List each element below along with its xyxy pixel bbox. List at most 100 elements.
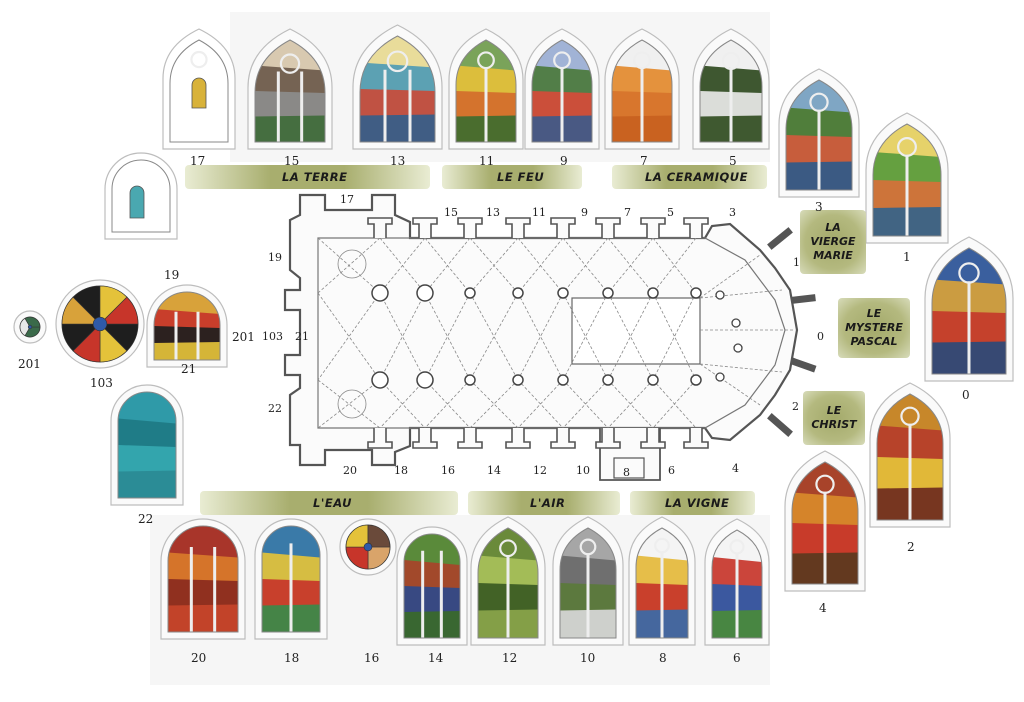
- plan-label-103: 103: [262, 330, 283, 343]
- vault-rib: [699, 254, 761, 299]
- plan-label-6: 6: [668, 464, 675, 477]
- vault-rib: [424, 292, 471, 381]
- window-label-16: 16: [364, 651, 380, 665]
- plan-choir: [571, 297, 701, 365]
- vault-rib: [469, 292, 519, 381]
- pier-apse: [715, 290, 725, 300]
- pier-apse: [731, 318, 741, 328]
- plan-label-7: 7: [624, 206, 631, 219]
- pier-south: [512, 374, 524, 386]
- window-13: [352, 24, 443, 150]
- vault-rib: [699, 363, 761, 406]
- theme-la-vigne: LA VIGNE: [665, 496, 730, 510]
- buttress-south: [683, 428, 709, 449]
- vault-rib: [469, 292, 519, 381]
- plan-label-9: 9: [581, 206, 588, 219]
- plan-porch: [599, 428, 661, 481]
- pier-north: [416, 284, 434, 302]
- vault-rib: [652, 292, 697, 381]
- theme-la-ceramique: LA CERAMIQUE: [645, 170, 748, 184]
- vault-rib: [652, 237, 697, 294]
- vault-rib: [469, 379, 519, 429]
- window-label-4: 4: [819, 601, 827, 615]
- vault-rib: [517, 292, 564, 381]
- vault-boss: [337, 389, 367, 419]
- vierge-line-1: LA: [825, 221, 841, 234]
- vault-rib: [562, 292, 609, 381]
- mystere-line-1: LE: [866, 307, 882, 320]
- buttress-north: [412, 217, 438, 238]
- pier-north: [690, 287, 702, 299]
- plan-label-1: 1: [793, 256, 800, 269]
- theme-l-eau: L'EAU: [313, 496, 352, 510]
- plan-label-3: 3: [729, 206, 736, 219]
- window-18: [254, 518, 328, 640]
- christ-line-2: CHRIST: [811, 418, 857, 431]
- window-2: [869, 382, 951, 528]
- window-22: [110, 384, 184, 506]
- vault-rib: [424, 292, 471, 381]
- mystere-line-3: PASCAL: [850, 335, 898, 348]
- vault-rib: [469, 237, 519, 294]
- plan-label-5: 5: [667, 206, 674, 219]
- buttress-apse: [767, 227, 793, 250]
- vault-rib: [517, 237, 564, 294]
- buttress-apse: [767, 413, 793, 437]
- plan-label-14: 14: [487, 464, 501, 477]
- window-15: [247, 28, 333, 150]
- vault-rib: [424, 379, 471, 429]
- plan-vaults: [317, 237, 795, 429]
- band-la-terre: [185, 165, 430, 189]
- window-label-5: 5: [729, 154, 737, 168]
- vault-rib: [379, 379, 426, 429]
- window-4: [784, 450, 866, 592]
- vault-rib: [652, 379, 697, 429]
- window-label-18: 18: [284, 651, 300, 665]
- window-20: [160, 518, 246, 640]
- rose-window-103: [55, 279, 145, 369]
- window-label-2: 2: [907, 540, 915, 554]
- band-l-eau: [200, 491, 458, 515]
- window-label-6: 6: [733, 651, 741, 665]
- window-11: [448, 28, 524, 150]
- theme-le-christ: LE CHRIST: [803, 404, 865, 432]
- vault-rib: [317, 237, 381, 294]
- vault-rib: [317, 292, 381, 381]
- theme-le-feu: LE FEU: [497, 170, 545, 184]
- plan-label-17: 17: [340, 193, 354, 206]
- vault-rib: [424, 237, 471, 294]
- plan-label-13: 13: [486, 206, 500, 219]
- pier-north: [371, 284, 389, 302]
- vault-rib: [317, 292, 381, 381]
- buttress-south: [640, 428, 666, 449]
- box-le-mystere-pascal: LE MYSTERE PASCAL: [838, 298, 910, 358]
- buttress-north: [367, 217, 393, 238]
- pier-apse: [715, 372, 725, 382]
- plan-label-20: 20: [343, 464, 357, 477]
- theme-la-terre: LA TERRE: [282, 170, 348, 184]
- window-1: [865, 112, 949, 244]
- window-label-20: 20: [191, 651, 207, 665]
- window-label-201-right: 201: [232, 330, 255, 344]
- window-8: [628, 516, 696, 646]
- box-le-christ: LE CHRIST: [803, 391, 865, 445]
- window-label-7: 7: [640, 154, 648, 168]
- window-label-14: 14: [428, 651, 444, 665]
- plan-label-22: 22: [268, 402, 282, 415]
- plan-label-10: 10: [576, 464, 590, 477]
- window-label-12: 12: [502, 651, 518, 665]
- rose-window-201: [13, 310, 47, 344]
- vault-rib: [652, 292, 697, 381]
- buttress-north: [595, 217, 621, 238]
- buttress-apse: [790, 357, 817, 373]
- plan-label-16: 16: [441, 464, 455, 477]
- vault-rib: [699, 363, 783, 373]
- window-6: [704, 518, 770, 646]
- plan-label-18: 18: [394, 464, 408, 477]
- window-label-19: 19: [164, 268, 180, 282]
- window-14: [396, 526, 468, 646]
- rose-window-16: [339, 518, 397, 576]
- window-label-17: 17: [190, 154, 206, 168]
- mystere-line-2: MYSTERE: [845, 321, 903, 334]
- vault-rib: [379, 292, 426, 381]
